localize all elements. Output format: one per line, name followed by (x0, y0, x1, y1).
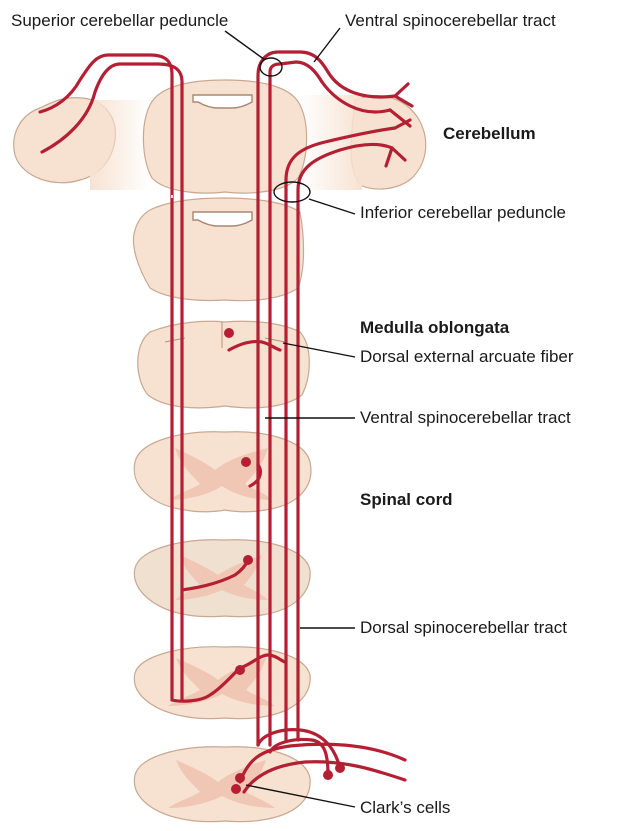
cerebellum-left-hemisphere (13, 97, 150, 190)
spinal-cord-section-3 (133, 646, 311, 720)
medulla-section (137, 320, 310, 409)
leader-lines (224, 27, 356, 808)
label-superior-cerebellar-peduncle: Superior cerebellar peduncle (11, 11, 229, 30)
brainstem-section-pons (132, 197, 305, 302)
spinal-cord-section-4 (133, 746, 311, 823)
label-medulla-oblongata: Medulla oblongata (360, 318, 510, 337)
neuron-cell-bodies (224, 328, 345, 794)
label-dorsal-spinocerebellar-tract: Dorsal spinocerebellar tract (360, 618, 567, 637)
label-ventral-spinocerebellar-tract-mid: Ventral spinocerebellar tract (360, 408, 571, 427)
ventral-spinocerebellar-tract-left (38, 53, 287, 703)
cerebellum-right-hemisphere (300, 95, 427, 190)
label-dorsal-external-arcuate-fiber: Dorsal external arcuate fiber (360, 347, 574, 366)
spinal-cord-section-2 (133, 539, 311, 618)
label-spinal-cord: Spinal cord (360, 490, 453, 509)
label-clarks-cells: Clark’s cells (360, 798, 451, 817)
label-inferior-cerebellar-peduncle: Inferior cerebellar peduncle (360, 203, 567, 222)
dorsal-spinocerebellar-tract (227, 118, 412, 794)
brainstem-section-upper (142, 79, 308, 194)
ventral-spinocerebellar-tract-right (248, 50, 414, 747)
label-ventral-spinocerebellar-tract-top: Ventral spinocerebellar tract (345, 11, 556, 30)
label-cerebellum: Cerebellum (443, 124, 536, 143)
